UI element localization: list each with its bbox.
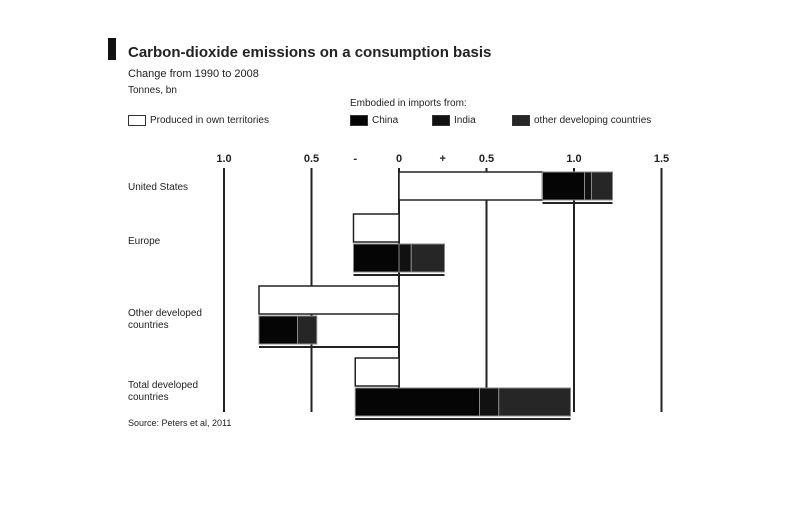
bar-produced — [352, 213, 400, 243]
bar-china — [353, 243, 400, 273]
category-label: United States — [128, 182, 188, 193]
bar-produced — [258, 285, 400, 315]
bar-india — [584, 171, 592, 201]
bar-china — [258, 315, 298, 345]
legend-item-india: India — [432, 115, 476, 126]
category-label: Europe — [128, 236, 161, 247]
tick-label: + — [440, 153, 446, 165]
label-line: Total developed — [128, 380, 198, 391]
chart-subtitle: Change from 1990 to 2008 — [128, 68, 259, 80]
bar-produced — [354, 357, 400, 387]
bar-other — [410, 243, 445, 273]
title-accent — [108, 38, 116, 60]
bar-other — [591, 171, 613, 201]
chart-title: Carbon-dioxide emissions on a consumptio… — [128, 44, 492, 61]
tick-label: 0.5 — [304, 153, 319, 165]
source-note: Source: Peters et al, 2011 — [128, 418, 232, 428]
label-line: Other developed — [128, 308, 202, 319]
tick-label: 0.5 — [479, 153, 494, 165]
legend-item-china: China — [350, 115, 398, 126]
tick-label: 1.5 — [654, 153, 669, 165]
bar-other — [498, 387, 571, 417]
legend-heading: Embodied in imports from: — [350, 98, 467, 109]
label-line: countries — [128, 392, 169, 403]
bar-india — [398, 243, 412, 273]
legend-item-other: other developing countries — [512, 115, 651, 126]
bar-china — [354, 387, 480, 417]
tick-label: - — [353, 153, 357, 165]
chart-unit: Tonnes, bn — [128, 85, 177, 96]
bar-india — [479, 387, 500, 417]
legend-item-produced: Produced in own territories — [128, 115, 269, 126]
bar-other — [297, 315, 318, 345]
tick-label: 1.0 — [566, 153, 581, 165]
label-line: countries — [128, 320, 169, 331]
bar-china — [542, 171, 585, 201]
tick-label: 0 — [396, 153, 402, 165]
tick-label: 1.0 — [216, 153, 231, 165]
bar-produced — [398, 171, 544, 201]
